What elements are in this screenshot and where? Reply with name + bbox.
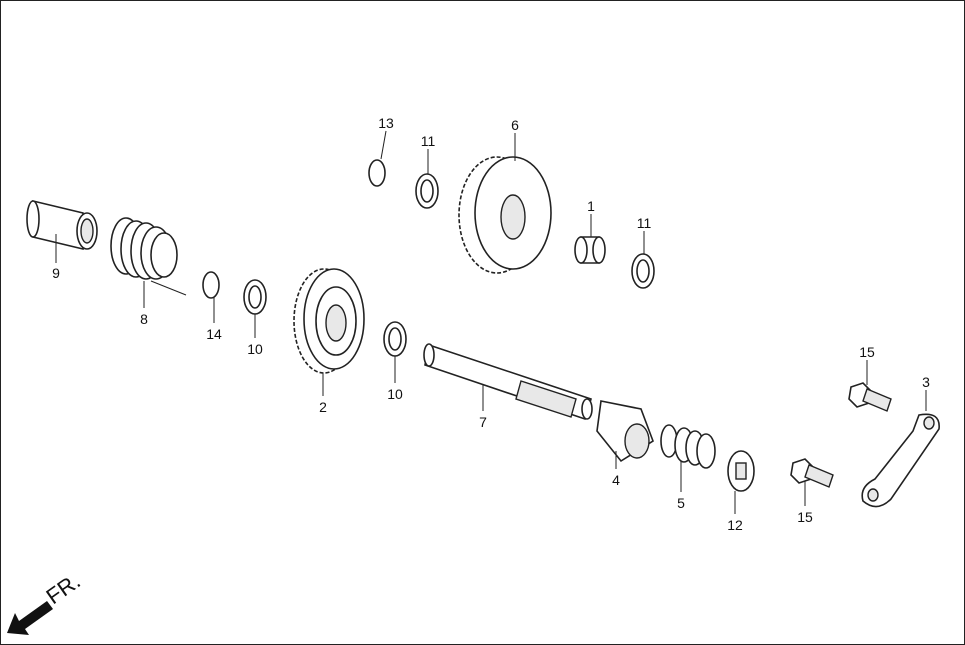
callout-15: 15 — [797, 509, 813, 525]
callout-7: 7 — [479, 414, 487, 430]
callout-11: 11 — [637, 215, 652, 231]
part-9-collar — [26, 199, 98, 251]
callout-13: 13 — [378, 115, 394, 131]
callout-9: 9 — [52, 265, 60, 281]
part-1-bearing — [574, 236, 606, 264]
callout-12: 12 — [727, 517, 743, 533]
callout-1: 1 — [587, 198, 595, 214]
part-7-shaft — [423, 343, 593, 421]
part-4-ratchet — [596, 400, 654, 463]
callout-15: 15 — [859, 344, 875, 360]
part-12-washer — [727, 450, 755, 492]
part-14-circlip — [202, 271, 220, 299]
part-11-washer-a — [415, 173, 439, 209]
part-15-bolt-b — [848, 382, 892, 412]
callout-10: 10 — [387, 386, 403, 402]
callout-14: 14 — [206, 326, 222, 342]
callout-10: 10 — [247, 341, 263, 357]
callout-3: 3 — [922, 374, 930, 390]
front-direction-arrow-icon — [7, 601, 53, 635]
part-5-spring — [660, 424, 716, 469]
part-6-gear — [458, 156, 552, 274]
callout-6: 6 — [511, 117, 519, 133]
part-3-arm — [861, 413, 940, 508]
callout-8: 8 — [140, 311, 148, 327]
callout-11: 11 — [421, 133, 436, 149]
callout-2: 2 — [319, 399, 327, 415]
callout-5: 5 — [677, 495, 685, 511]
part-10-washer-a — [243, 279, 267, 315]
part-11-washer-b — [631, 253, 655, 289]
leader-lines — [55, 130, 927, 514]
part-10-washer-b — [383, 321, 407, 357]
part-15-bolt-a — [790, 458, 834, 488]
callout-4: 4 — [612, 472, 620, 488]
part-8-spring — [110, 217, 187, 296]
part-13-circlip — [368, 159, 386, 187]
part-2-gear — [293, 268, 365, 374]
